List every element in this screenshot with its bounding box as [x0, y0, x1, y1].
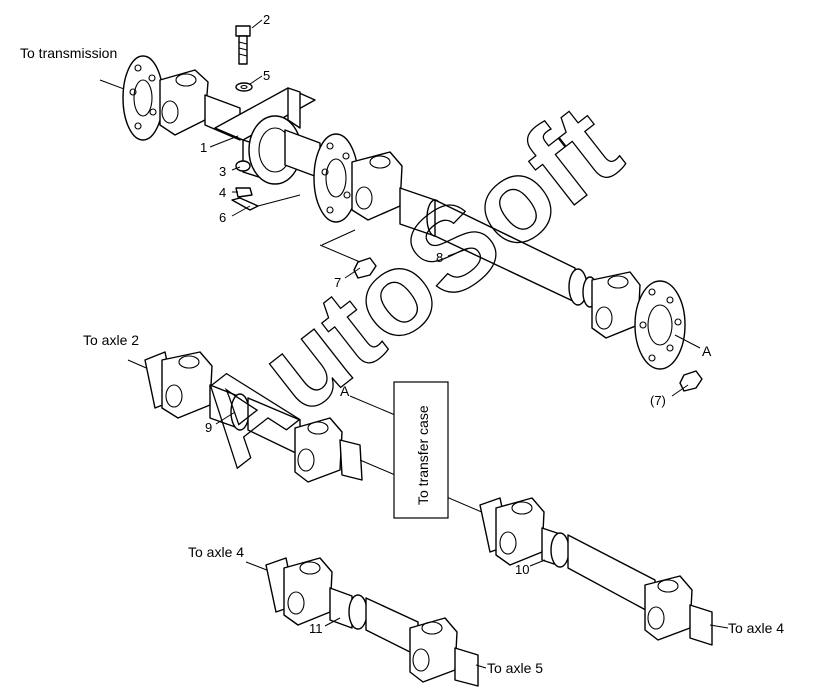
- axle45-front-u-joint: [283, 557, 333, 626]
- callout-4: 4: [219, 185, 226, 200]
- upper-shaft-assembly: [99, 55, 701, 370]
- left-lower-shaft-assembly: [245, 557, 487, 687]
- front-flange: [122, 55, 164, 141]
- callout-leaders: [209, 19, 689, 627]
- nut-7-icon: [353, 257, 377, 279]
- callout-7-ref: (7): [650, 393, 666, 408]
- callout-5: 5: [263, 68, 270, 83]
- axle4-front-u-joint: [495, 497, 545, 566]
- washer-icon: [235, 82, 253, 92]
- bolt-icon: [235, 25, 251, 37]
- callout-9: 9: [205, 420, 212, 435]
- label-ref-a-flange: A: [702, 343, 712, 359]
- callout-2: 2: [263, 12, 270, 27]
- callout-8: 8: [436, 250, 443, 265]
- label-ref-a-shaft: A: [340, 383, 350, 399]
- callout-7: 7: [334, 275, 341, 290]
- mounting-hardware: [231, 25, 703, 392]
- callout-10: 10: [515, 562, 529, 577]
- front-u-joint: [159, 69, 209, 136]
- middle-shaft-assembly: [127, 351, 506, 523]
- right-lower-shaft-assembly: [479, 497, 729, 646]
- label-to-axle-5: To axle 5: [487, 660, 543, 676]
- rear-u-joint: [591, 271, 641, 339]
- label-to-axle-2: To axle 2: [83, 332, 139, 348]
- label-to-transmission: To transmission: [20, 45, 117, 61]
- label-to-axle-4-left: To axle 4: [188, 544, 244, 560]
- transfer-u-joint: [294, 417, 343, 483]
- callout-6: 6: [219, 210, 226, 225]
- label-to-axle-4-right: To axle 4: [728, 620, 784, 636]
- shaft-10: [567, 534, 656, 616]
- label-to-transfer-case: To transfer case: [415, 405, 431, 505]
- callout-1: 1: [200, 140, 207, 155]
- callout-3: 3: [219, 164, 226, 179]
- nut-icon: [235, 187, 253, 198]
- transfer-case-box: [393, 381, 449, 519]
- callout-11: 11: [309, 621, 323, 636]
